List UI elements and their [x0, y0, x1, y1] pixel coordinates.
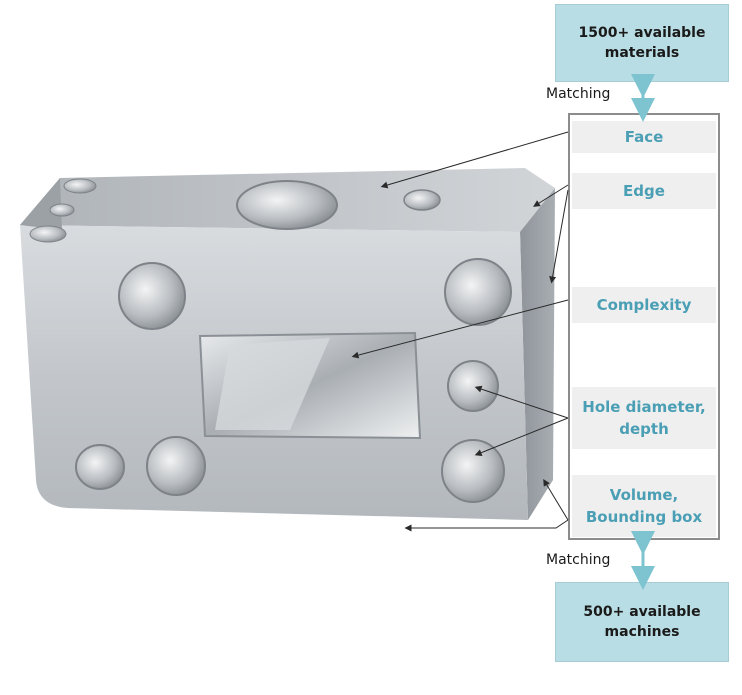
part-chamfer [20, 178, 62, 230]
left-small-hole [63, 178, 97, 194]
leader-volume [543, 479, 569, 521]
feature-hole-label: Hole diameter, depth [582, 398, 706, 438]
leader-edge [533, 184, 569, 207]
front-hole [441, 439, 505, 503]
front-hole [146, 436, 206, 496]
feature-edge-label: Edge [623, 182, 665, 200]
feature-face: Face [572, 121, 716, 153]
front-hole [118, 262, 186, 330]
machines-box: 500+ available machines [555, 582, 729, 662]
front-hole [447, 360, 499, 412]
leader-volume [404, 519, 569, 532]
leader-hole [474, 417, 569, 456]
feature-edge: Edge [572, 173, 716, 209]
feature-volume: Volume, Bounding box [572, 475, 716, 537]
left-small-hole [49, 203, 75, 217]
feature-complexity: Complexity [572, 287, 716, 323]
matching-label-bottom: Matching [546, 552, 611, 568]
feature-hole: Hole diameter, depth [572, 387, 716, 449]
materials-box: 1500+ available materials [555, 4, 729, 82]
front-hole [444, 258, 512, 326]
feature-face-label: Face [624, 128, 664, 146]
feature-complexity-label: Complexity [596, 296, 692, 314]
left-small-hole [29, 225, 67, 243]
top-hole [236, 180, 338, 230]
leader-complexity [351, 299, 569, 359]
leader-hole [474, 385, 569, 419]
top-small-hole [403, 189, 441, 211]
part-side-face [520, 188, 555, 520]
feature-volume-label: Volume, Bounding box [585, 486, 703, 526]
part-window-reflection [215, 338, 330, 430]
machines-label: 500+ available machines [583, 604, 701, 640]
matching-label-top: Matching [546, 86, 611, 102]
leader-edge [549, 189, 569, 284]
leader-face [380, 131, 569, 189]
materials-label: 1500+ available materials [578, 25, 706, 61]
front-hole [75, 444, 125, 490]
feature-panel: Face Edge Complexity Hole diameter, dept… [568, 113, 720, 540]
